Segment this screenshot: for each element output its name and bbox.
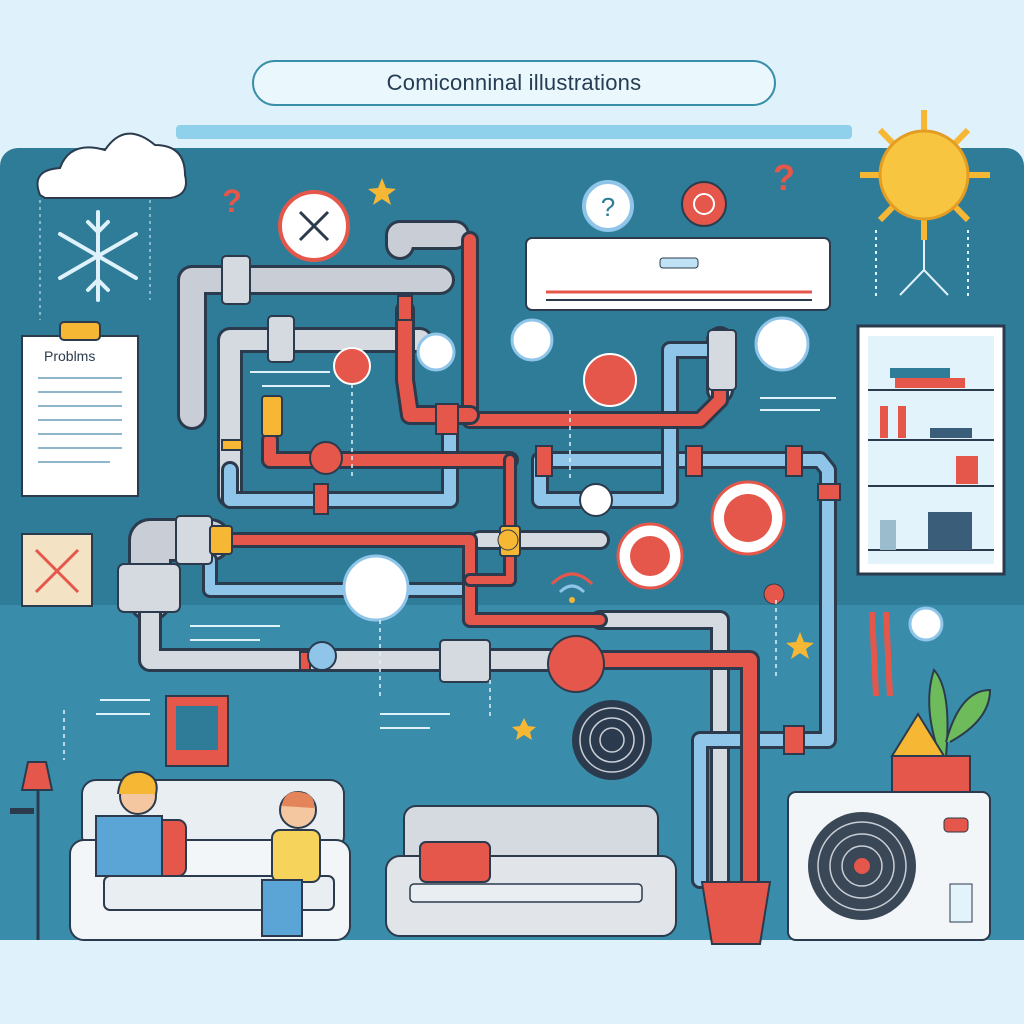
page-title: Comiconninal illustrations <box>386 70 642 95</box>
question-mark-icon: ? <box>773 157 795 198</box>
clipboard-label: Problms <box>44 348 96 364</box>
annotation-text-lines <box>96 371 836 729</box>
question-mark-icon: ? <box>222 183 242 219</box>
wifi-icon <box>550 572 594 603</box>
snowflake-icon <box>58 210 138 302</box>
outdoor-ac-unit <box>787 791 991 941</box>
bookshelf <box>856 324 1006 576</box>
title-underline-bar <box>176 125 852 139</box>
warning-icon <box>890 712 946 757</box>
status-badge-icon <box>307 316 944 693</box>
plant-icon <box>891 668 992 793</box>
fan-icon <box>572 700 652 780</box>
air-conditioner-unit <box>525 237 831 311</box>
pipe-planter-pot <box>700 881 772 945</box>
person-sitting <box>261 791 321 937</box>
error-frame <box>21 533 93 607</box>
star-icon <box>368 178 814 740</box>
annotation-lines <box>63 384 777 760</box>
svg-text:?: ? <box>601 192 615 222</box>
bottom-margin <box>0 940 1024 1024</box>
problems-clipboard <box>21 321 139 497</box>
picture-frame <box>165 695 229 767</box>
question-mark-icon: ? <box>582 180 634 232</box>
pipe-flanges <box>299 295 841 755</box>
cloud-icon <box>36 132 187 199</box>
sun-icon <box>860 110 990 240</box>
sun-stand-decor <box>875 230 969 300</box>
floor-lamp <box>10 761 54 940</box>
person-reading <box>95 770 187 877</box>
x-mark-icon <box>278 190 350 262</box>
pliers-tool <box>869 611 893 697</box>
sofa-right <box>385 805 677 937</box>
title-banner: Comiconninal illustrations <box>252 60 776 106</box>
alert-badge-icon <box>681 181 727 227</box>
